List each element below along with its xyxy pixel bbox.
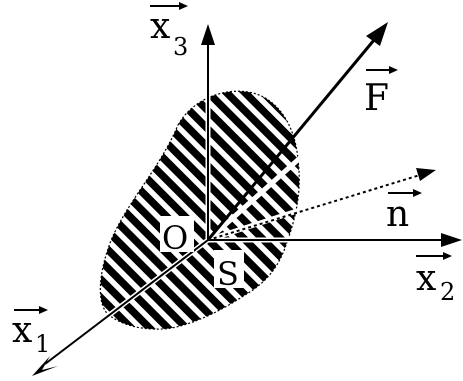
x1-label: x 1 xyxy=(12,306,50,358)
force-label-text: F xyxy=(364,78,389,119)
normal-label: n xyxy=(386,189,422,235)
hatched-region xyxy=(99,90,300,330)
x1-label-main: x xyxy=(12,310,32,351)
origin-label: O xyxy=(160,216,194,257)
force-label: F xyxy=(364,66,398,119)
region-label: S xyxy=(214,250,244,293)
normal-label-text: n xyxy=(386,194,409,235)
x3-label-sub: 3 xyxy=(173,33,188,61)
x1-label-sub: 1 xyxy=(35,330,50,358)
x2-axis xyxy=(208,233,462,247)
normal-vector xyxy=(207,168,436,241)
x3-label: x 3 xyxy=(150,2,188,61)
region-label-text: S xyxy=(217,255,239,293)
x1-axis xyxy=(32,239,209,376)
x3-axis xyxy=(201,24,215,240)
x2-label-main: x xyxy=(416,258,436,299)
x2-label-sub: 2 xyxy=(440,278,455,306)
x3-label-main: x xyxy=(150,6,170,47)
x2-label: x 2 xyxy=(416,252,455,306)
force-line xyxy=(206,22,388,241)
origin-label-text: O xyxy=(162,219,188,257)
